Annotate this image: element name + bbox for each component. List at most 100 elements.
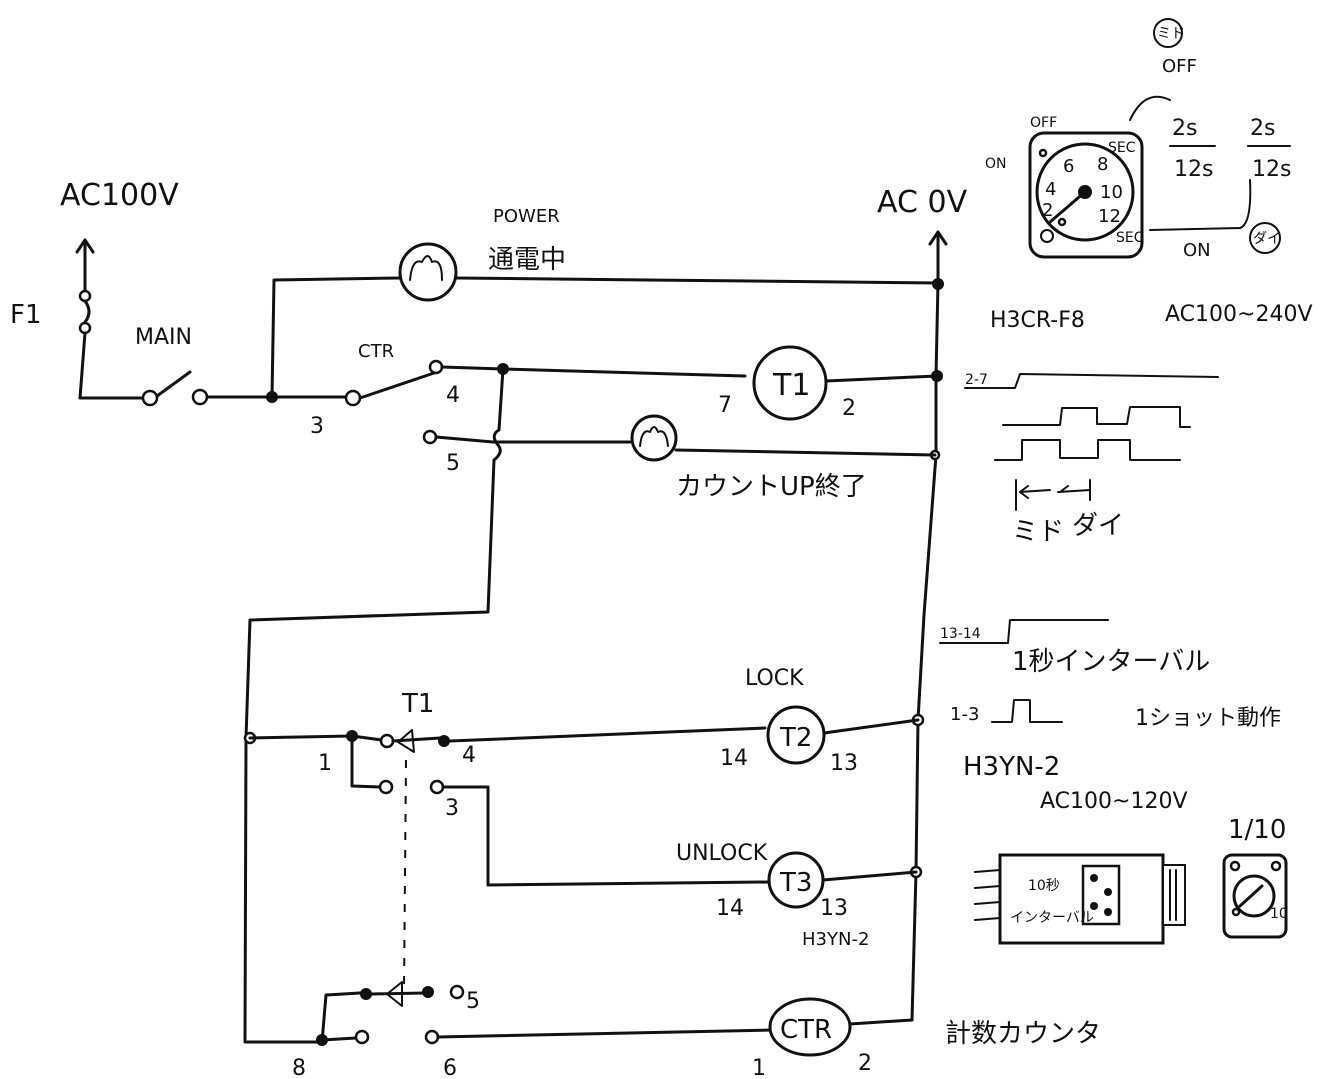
dial-sec-top: SEC (1108, 140, 1136, 156)
timing-2-7-label: 2-7 (965, 372, 988, 388)
wire-power-rung (270, 276, 402, 399)
ctr-coil-label: CTR (780, 1015, 832, 1045)
wire-fuse-main (78, 331, 147, 400)
dial-on: ON (985, 156, 1007, 172)
range-1-bottom: 12s (1174, 157, 1213, 182)
dial-number: 10 (1100, 182, 1123, 203)
supply-right-label: AC 0V (877, 185, 968, 220)
lower-contact-pin-5: 5 (466, 989, 480, 1014)
t3-coil-name: UNLOCK (676, 841, 768, 866)
power-lamp-label-en: POWER (493, 206, 560, 227)
dial-number: 12 (1098, 206, 1121, 227)
t2-coil-pin-left: 14 (720, 746, 748, 771)
timer-h3yn-dial-icon (1222, 853, 1288, 939)
main-switch-label: MAIN (135, 325, 192, 350)
module-text-1: 10秒 (1028, 878, 1060, 894)
timing-off-label: ダイ (1072, 511, 1124, 541)
supply-left-arrow-icon (75, 238, 95, 272)
ctr-terminal-5: 5 (446, 451, 460, 476)
ctr-contact-icon (270, 359, 444, 445)
t1-contact-icon (350, 729, 450, 795)
timer-h3yn-model: H3YN-2 (963, 752, 1060, 782)
t1-coil-pin-left: 7 (718, 393, 732, 418)
timing-13-14-label: 13-14 (940, 626, 981, 642)
mode-arc (1129, 95, 1171, 121)
timer-h3cr-mode-on: ミド (1157, 26, 1185, 42)
t1-contact-pin-4: 4 (462, 743, 476, 768)
t1-contact-pin-3: 3 (445, 796, 459, 821)
dial-number: 6 (1063, 156, 1074, 177)
t2-coil-label: T2 (779, 723, 812, 753)
power-lamp-icon (398, 242, 458, 302)
timing-1-3-label: 1-3 (950, 704, 979, 725)
timer-h3cr-dial-icon (1028, 131, 1144, 259)
timer-h3cr-model: H3CR-F8 (990, 308, 1085, 333)
mode-on-circle-icon (1153, 18, 1183, 48)
ctr-coil-pin-right: 2 (858, 1051, 872, 1076)
wire-ctr-right (848, 1018, 914, 1026)
wire-countup-rung (434, 435, 632, 444)
wire-t1-right (824, 374, 939, 383)
countup-lamp-icon (630, 414, 678, 462)
wire-t3-right (821, 870, 918, 882)
junction-dot (932, 278, 944, 290)
wire-ctr-rung (436, 1028, 774, 1039)
dial-number: 8 (1097, 154, 1108, 175)
fuse-label: F1 (10, 300, 42, 330)
wire-t1-contact-in (248, 734, 384, 742)
power-lamp-label-jp: 通電中 (488, 245, 566, 275)
wire-t2-right (822, 718, 920, 735)
timer-h3cr-off-label: OFF (1162, 56, 1197, 77)
wire-power-right (454, 276, 940, 285)
mode-off-circle-icon (1249, 222, 1281, 254)
lower-contact-icon (316, 981, 465, 1046)
ctr-contact-label: CTR (358, 341, 394, 362)
countup-lamp-label: カウントUP終了 (676, 472, 867, 502)
module-text-2: インターバル (1010, 910, 1094, 926)
ctr-terminal-3: 3 (310, 414, 324, 439)
wire-t3-rung (441, 785, 770, 887)
ctr-coil-icon (768, 997, 852, 1057)
wire-t2-rung (448, 726, 767, 743)
oneshot-desc: 1ショット動作 (1135, 706, 1281, 731)
timing-on-label: ミド (1012, 517, 1064, 547)
timing-chart-h3cr (964, 373, 1219, 511)
main-switch-icon (141, 370, 209, 407)
t3-coil-pin-right: 13 (820, 896, 848, 921)
t1-coil-label: T1 (772, 368, 810, 403)
dial-sec-bottom: SEC (1116, 230, 1144, 246)
fuse-icon (78, 268, 92, 335)
t3-coil-pin-left: 14 (716, 896, 744, 921)
t2-coil-name: LOCK (745, 666, 804, 691)
mechanical-link (403, 759, 407, 991)
lower-contact-pin-8: 8 (292, 1056, 306, 1079)
t1-contact-label: T1 (401, 689, 434, 719)
t1-contact-pin-1: 1 (318, 751, 332, 776)
timer-h3cr-mode-off: ダイ (1253, 231, 1281, 247)
timing-chart-13-14 (939, 619, 1109, 644)
timer-h3cr-on-label: ON (1183, 240, 1211, 261)
t3-coil-label: T3 (779, 868, 812, 898)
range-2-bottom: 12s (1252, 157, 1291, 182)
t1-coil-pin-right: 2 (842, 396, 856, 421)
t3-coil-model: H3YN-2 (802, 929, 869, 950)
lower-contact-pin-6: 6 (443, 1056, 457, 1079)
supply-right-arrow-icon (928, 230, 948, 285)
dial-number: 2 (1042, 200, 1053, 221)
dial-number: 4 (1045, 179, 1056, 200)
timer-h3cr-voltage: AC100~240V (1165, 302, 1313, 327)
right-rail (910, 281, 940, 1022)
timer-h3yn-module-icon (974, 853, 1186, 945)
interval-desc: 1秒インターバル (1012, 647, 1210, 677)
t2-coil-pin-right: 13 (830, 751, 858, 776)
wire-countup-right (674, 448, 937, 457)
left-rail (243, 367, 505, 1044)
range-2-top: 2s (1250, 116, 1275, 141)
ctr-coil-description: 計数カウンタ (945, 1019, 1101, 1049)
dial-value-label: 10 (1270, 906, 1288, 922)
dial-scale-label: 1/10 (1228, 815, 1286, 845)
t1-coil-icon (752, 345, 828, 421)
t2-coil-icon (766, 705, 826, 765)
ctr-terminal-4: 4 (446, 383, 460, 408)
